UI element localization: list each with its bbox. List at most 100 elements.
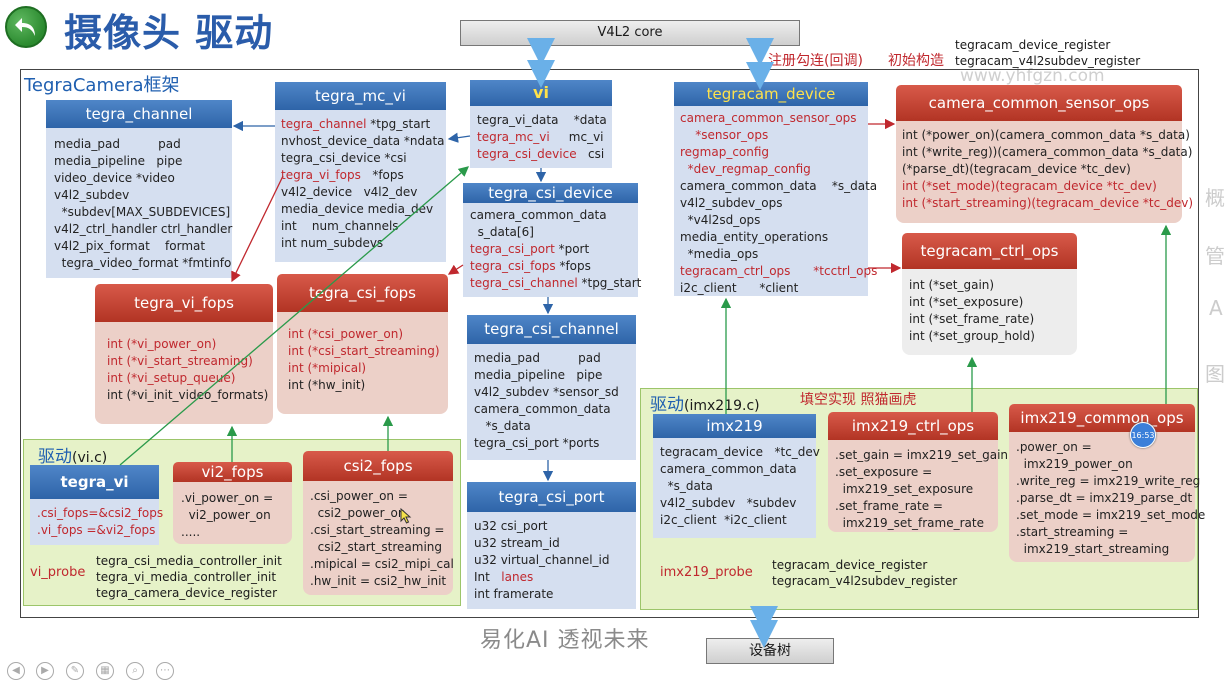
tegracam-device-line: *v4l2sd_ops xyxy=(680,213,761,227)
csi-channel-line: media_pad pad xyxy=(474,351,601,365)
vi-field-type: tegra_csi_device xyxy=(477,147,577,161)
vi-probe-calls: tegra_csi_media_controller_init tegra_vi… xyxy=(96,553,282,601)
imx219-probe-call: tegracam_v4l2subdev_register xyxy=(772,574,958,588)
csi-fops-line: int (*csi_start_streaming) xyxy=(288,344,440,358)
prev-slide-icon[interactable]: ◀ xyxy=(7,662,25,680)
imx219-line: i2c_client *i2c_client xyxy=(660,513,787,527)
imx219-ctrl-ops-line: imx219_set_frame_rate xyxy=(835,516,984,530)
csi-device-field-type: tegra_csi_channel xyxy=(470,276,578,290)
mc-vi-field-name: *fops xyxy=(360,168,404,182)
side-glyph: A xyxy=(1209,296,1223,320)
next-slide-icon[interactable]: ▶ xyxy=(36,662,54,680)
mc-vi-field-type: tegra_vi_fops xyxy=(281,168,361,182)
tegracam-device-line: *sensor_ops xyxy=(680,128,769,142)
tegracam-device-line: camera_common_sensor_ops xyxy=(680,111,857,125)
vi-driver-label: 驱动 xyxy=(38,447,72,467)
imx219-common-ops-line: imx219_start_streaming xyxy=(1016,542,1170,556)
imx219-body: tegracam_device *tc_dev camera_common_da… xyxy=(653,438,820,538)
csi-channel-line: v4l2_subdev *sensor_sd xyxy=(474,385,619,399)
tegracam-device-line: camera_common_data *s_data xyxy=(680,179,878,193)
mc-vi-field-name: *tpg_start xyxy=(366,117,431,131)
imx219-common-ops-line: .parse_dt = imx219_parse_dt xyxy=(1016,491,1193,505)
mc-vi-line: int num_channels xyxy=(281,219,399,233)
vi-header: vi xyxy=(470,80,612,106)
csi2-fops-line: .mipical = csi2_mipi_cal xyxy=(310,557,454,571)
back-button[interactable] xyxy=(5,6,47,48)
mc-vi-line: tegra_csi_device *csi xyxy=(281,151,407,165)
imx219-ctrl-ops-line: .set_gain = imx219_set_gain xyxy=(835,448,1009,462)
tegracam-device-line: i2c_client *client xyxy=(680,281,799,295)
tegra-channel-line: media_pad pad xyxy=(54,137,181,151)
tegra-csi-device-body: camera_common_data s_data[6] tegra_csi_p… xyxy=(463,203,641,297)
imx219-line: v4l2_subdev *subdev xyxy=(660,496,797,510)
ctrl-ops-line: int (*set_frame_rate) xyxy=(909,312,1035,326)
csi2-fops-line: csi2_power_on xyxy=(310,506,406,520)
mouse-cursor-icon xyxy=(400,508,412,524)
tegra-mc-vi-body: tegra_channel *tpg_start nvhost_device_d… xyxy=(275,110,446,262)
framework-frame xyxy=(20,69,1199,618)
imx219-common-ops-header: imx219_common_ops xyxy=(1009,404,1195,432)
imx219-probe-calls: tegracam_device_register tegracam_v4l2su… xyxy=(772,557,957,589)
tegra-channel-line: video_device *video xyxy=(54,171,175,185)
vi-fops-line: int (*vi_power_on) xyxy=(107,337,217,351)
tegra-channel-line: *subdev[MAX_SUBDEVICES] xyxy=(54,205,231,219)
sensor-ops-line: (*parse_dt)(tegracam_device *tc_dev) xyxy=(902,162,1131,176)
csi-device-field-type: tegra_csi_port xyxy=(470,242,555,256)
vi2-fops-line: vi2_power_on xyxy=(181,508,271,522)
tegra-csi-port-header: tegra_csi_port xyxy=(467,482,636,512)
framework-title: TegraCamera框架 xyxy=(24,75,180,96)
imx-driver-label: 驱动 xyxy=(650,395,684,415)
vi2-fops-line: ..... xyxy=(181,525,201,539)
vi-driver-title: 驱动(vi.c) xyxy=(38,442,107,467)
csi-device-field-name: *tpg_start xyxy=(577,276,642,290)
tegra-csi-port-body: u32 csi_port u32 stream_id u32 virtual_c… xyxy=(467,512,636,609)
csi-channel-line: media_pipeline pipe xyxy=(474,368,603,382)
imx219-common-ops-line: .write_reg = imx219_write_reg xyxy=(1016,474,1201,488)
ctrl-ops-line: int (*set_exposure) xyxy=(909,295,1024,309)
vi-fops-line: int (*vi_init_video_formats) xyxy=(107,388,269,402)
tegra-channel-line: v4l2_ctrl_handler ctrl_handler xyxy=(54,222,233,236)
vi2-fops-body: .vi_power_on = vi2_power_on ..... xyxy=(173,482,292,544)
register-note: 注册勾连(回调) xyxy=(768,53,863,69)
imx219-line: tegracam_device *tc_dev xyxy=(660,445,820,459)
vi-body: tegra_vi_data *data tegra_mc_vi mc_vi te… xyxy=(470,106,612,168)
imx219-line: *s_data xyxy=(660,479,713,493)
csi-fops-line: int (*csi_power_on) xyxy=(288,327,404,341)
tegra-vi-fops-header: tegra_vi_fops xyxy=(95,284,273,322)
imx219-probe-label: imx219_probe xyxy=(660,565,753,580)
csi2-fops-line: .csi_power_on = xyxy=(310,489,408,503)
imx219-common-ops-line: imx219_power_on xyxy=(1016,457,1133,471)
back-arrow-icon xyxy=(15,18,35,36)
zoom-icon[interactable]: ⌕ xyxy=(126,662,144,680)
imx219-line: camera_common_data xyxy=(660,462,797,476)
mc-vi-field-type: tegra_channel xyxy=(281,117,367,131)
vi-driver-file: (vi.c) xyxy=(72,450,108,466)
csi-channel-line: *s_data xyxy=(474,419,531,433)
ctrl-ops-body: int (*set_gain) int (*set_exposure) int … xyxy=(902,269,1077,355)
more-icon[interactable]: ⋯ xyxy=(156,662,174,680)
pen-icon[interactable]: ✎ xyxy=(66,662,84,680)
tegra-channel-line: v4l2_subdev xyxy=(54,188,130,202)
tegra-csi-channel-body: media_pad pad media_pipeline pipe v4l2_s… xyxy=(467,344,636,460)
grid-icon[interactable]: ▦ xyxy=(96,662,114,680)
csi-port-line: u32 virtual_channel_id xyxy=(474,553,610,567)
page-title: 摄像头 驱动 xyxy=(64,11,274,55)
side-glyph: 图 xyxy=(1205,362,1225,386)
vi-fops-line: int (*vi_start_streaming) xyxy=(107,354,253,368)
vi-probe-call: tegra_vi_media_controller_init xyxy=(96,570,277,584)
csi-device-field-type: tegra_csi_fops xyxy=(470,259,556,273)
tegra-channel-body: media_pad pad media_pipeline pipe video_… xyxy=(46,128,232,278)
csi2-fops-header: csi2_fops xyxy=(303,451,453,481)
side-glyph: 管 xyxy=(1205,244,1225,268)
mc-vi-line: nvhost_device_data *ndata xyxy=(281,134,445,148)
tegra-csi-fops-header: tegra_csi_fops xyxy=(277,274,448,312)
tegra-vi-header: tegra_vi xyxy=(30,465,159,499)
csi-fops-line: int (*mipical) xyxy=(288,361,367,375)
tegracam-device-field-type: tegracam_ctrl_ops xyxy=(680,264,791,278)
tegra-csi-device-header: tegra_csi_device xyxy=(463,183,638,203)
imx219-ctrl-ops-header: imx219_ctrl_ops xyxy=(828,412,998,440)
csi2-fops-body: .csi_power_on = csi2_power_on .csi_start… xyxy=(303,481,454,595)
vi-probe-call: tegra_csi_media_controller_init xyxy=(96,554,282,568)
tegra-mc-vi-header: tegra_mc_vi xyxy=(275,82,446,110)
register-fn-2: tegracam_v4l2subdev_register xyxy=(955,54,1141,68)
